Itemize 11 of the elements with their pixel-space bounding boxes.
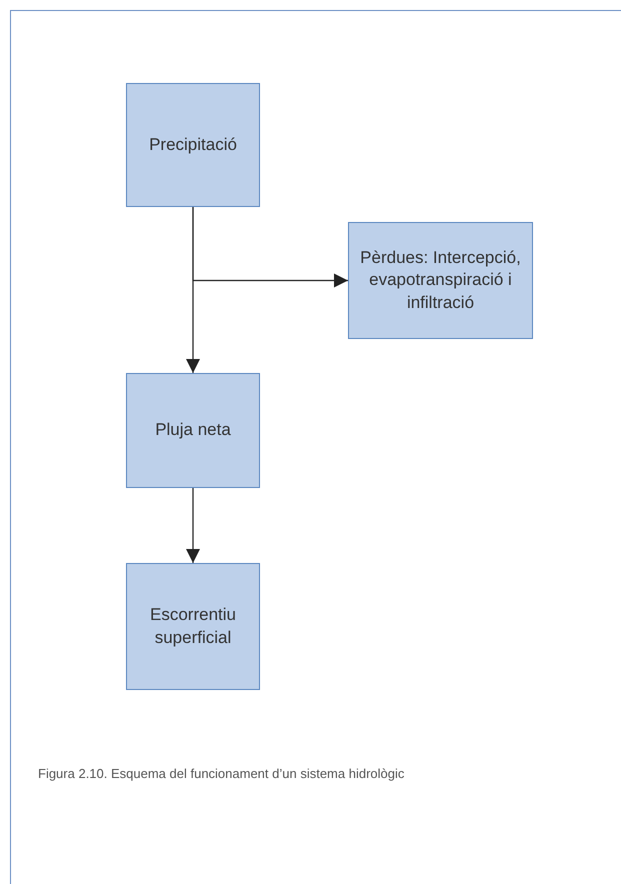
process-box	[126, 373, 260, 488]
box-label: Pluja neta	[154, 419, 232, 442]
arrow	[192, 207, 348, 288]
process-box	[126, 83, 260, 207]
figure-caption: Figura 2.10. Esquema del funcionament d’un sistema hidrològic	[38, 766, 404, 781]
box-label: Pèrdues: Intercepció, evapotranspiració i infiltració	[359, 247, 522, 314]
box-label: Precipitació	[148, 134, 238, 156]
process-box	[348, 222, 533, 339]
process-box	[126, 563, 260, 690]
box-label: Escorrentiu superficial	[149, 604, 237, 648]
arrow	[186, 488, 200, 563]
